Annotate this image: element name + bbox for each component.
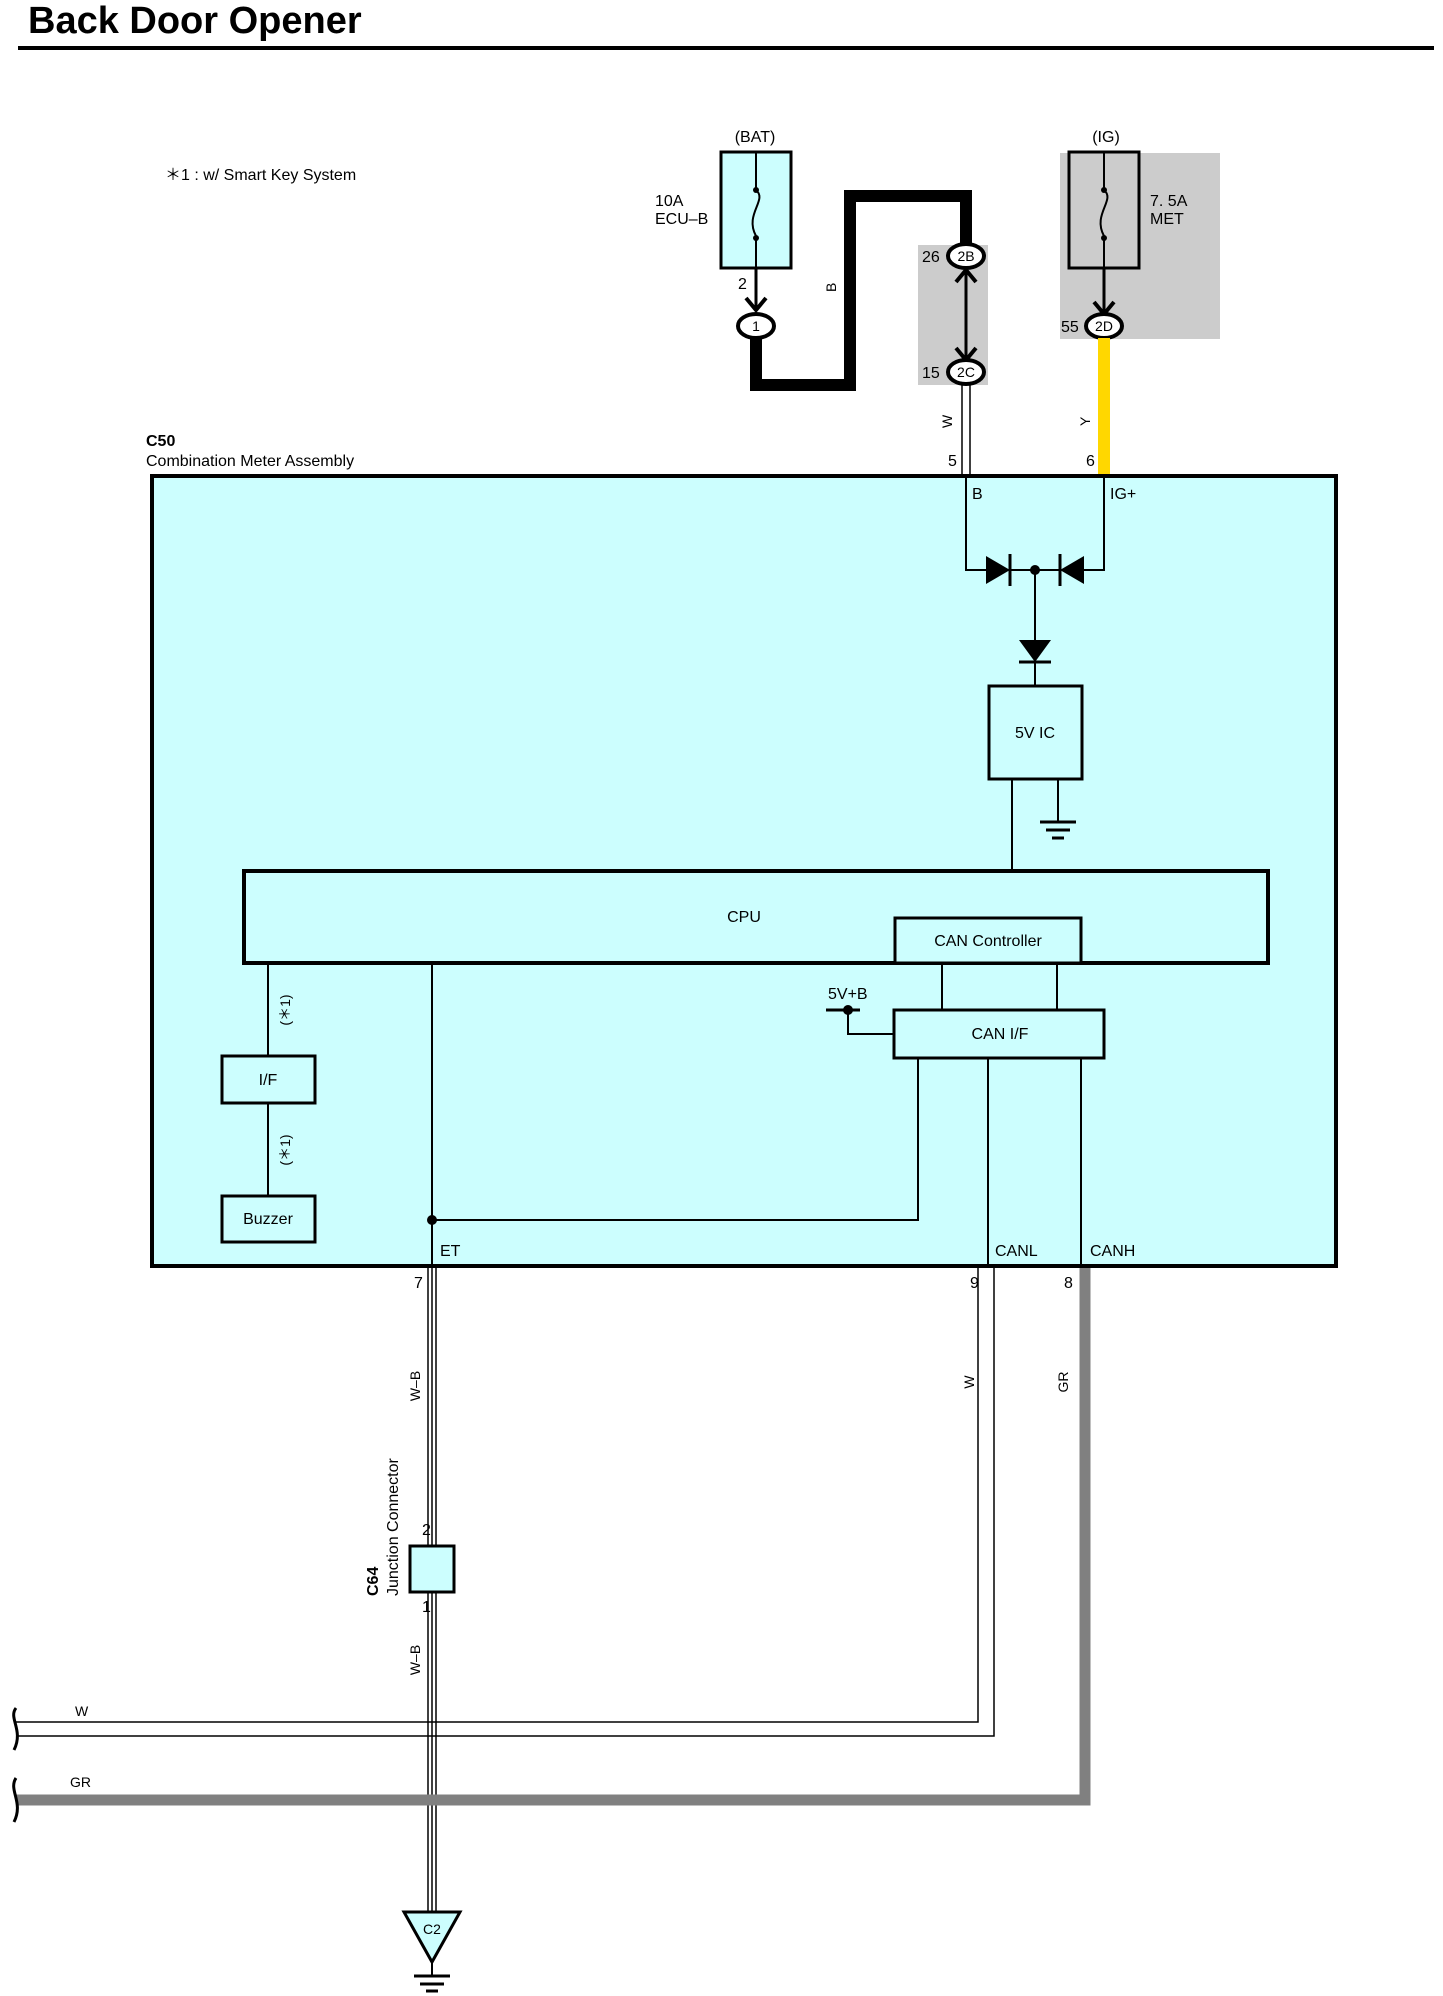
title-rule — [18, 46, 1434, 50]
connector-2b-label: 2B — [957, 248, 974, 264]
junction-pin-bottom: 1 — [422, 1599, 431, 1616]
connector-2d-label: 2D — [1095, 318, 1113, 334]
junction-pin-top: 2 — [422, 1522, 431, 1539]
wire-w-left-label: W — [75, 1703, 89, 1719]
buzzer-label: Buzzer — [243, 1211, 293, 1228]
wire-b-thick — [750, 190, 972, 391]
meter-pin-ig: 6 — [1086, 453, 1095, 470]
meter-id: C50 — [146, 433, 175, 450]
interface-box — [220, 1054, 317, 1105]
ig-fuse-name: MET — [1150, 211, 1184, 228]
meter-term-ig: IG+ — [1110, 486, 1136, 503]
wire-y-label: Y — [1077, 416, 1093, 426]
wire-gr-left-label: GR — [70, 1774, 91, 1790]
junction-connector-box — [408, 1544, 456, 1594]
wire-et-canif — [432, 1058, 919, 1221]
term-canl: CANL — [995, 1243, 1038, 1260]
connector-1-label: 1 — [752, 318, 760, 334]
wire-w-right-label: W — [961, 1375, 977, 1389]
wire-gr-right-label: GR — [1055, 1372, 1071, 1393]
buzzer-box — [220, 1194, 317, 1244]
connector-2c-pin: 15 — [922, 365, 940, 382]
meter-pin-b: 5 — [948, 453, 957, 470]
pin-canh: 8 — [1064, 1275, 1073, 1292]
wire-wb1-label: W–B — [407, 1371, 423, 1401]
bat-fuse-name: ECU–B — [655, 211, 708, 228]
ground-c2-label: C2 — [423, 1921, 441, 1937]
bat-fuse-icon — [751, 152, 761, 268]
chevron-down-icon — [744, 296, 768, 314]
wire-w-top-label: W — [939, 414, 955, 428]
ground-icon — [1040, 779, 1076, 840]
star1b-label: (＊1) — [277, 1134, 293, 1165]
ground-c2-triangle — [401, 1910, 463, 1966]
chevron-up-icon — [954, 266, 978, 284]
term-canh: CANH — [1090, 1243, 1135, 1260]
ig-fuse-icon — [1099, 152, 1109, 268]
v5b-supply — [826, 1005, 894, 1035]
diode-network — [965, 478, 1105, 686]
can-if-label: CAN I/F — [972, 1026, 1029, 1043]
ig-fuse-amp: 7. 5A — [1150, 193, 1188, 210]
meter-name: Combination Meter Assembly — [146, 453, 354, 470]
connector-2b-pin: 26 — [922, 249, 940, 266]
junction-name: Junction Connector — [385, 1457, 402, 1596]
page-title: Back Door Opener — [28, 0, 362, 42]
bat-supply-label: (BAT) — [735, 129, 776, 146]
ic-5v-label: 5V IC — [1015, 725, 1055, 742]
bat-fuse-amp: 10A — [655, 193, 684, 210]
meter-term-b: B — [972, 486, 983, 503]
wire-w-canl-a — [16, 1268, 979, 1723]
can-controller-box — [893, 916, 1083, 965]
pin-canl: 9 — [970, 1275, 979, 1292]
star1a-label: (＊1) — [277, 994, 293, 1025]
v5b-label: 5V+B — [828, 986, 868, 1003]
wire-b-label: B — [823, 283, 839, 292]
bat-fuse-pin: 2 — [738, 276, 747, 293]
junction-id: C64 — [365, 1567, 382, 1596]
connector-2d-pin: 55 — [1061, 319, 1079, 336]
connector-2c-label: 2C — [957, 364, 975, 380]
wire-wb2-label: W–B — [407, 1645, 423, 1675]
term-et: ET — [440, 1243, 461, 1260]
cpu-label: CPU — [727, 909, 761, 926]
note-text: ＊1 : w/ Smart Key System — [165, 167, 356, 184]
can-if-box — [892, 1008, 1106, 1060]
ground-icon — [414, 1962, 450, 1993]
wire-w-canl-b — [16, 1268, 995, 1737]
interface-label: I/F — [259, 1072, 278, 1089]
wire-gr-canh — [16, 1268, 1091, 1806]
wire-break-icon — [12, 1777, 19, 1823]
cpu-box — [242, 869, 1270, 965]
ic-5v-box — [987, 684, 1084, 781]
connector-2c — [946, 358, 986, 386]
wire-break-icon — [12, 1707, 19, 1751]
ig-supply-label: (IG) — [1092, 129, 1120, 146]
pin-et: 7 — [414, 1275, 423, 1292]
can-controller-label: CAN Controller — [934, 933, 1042, 950]
